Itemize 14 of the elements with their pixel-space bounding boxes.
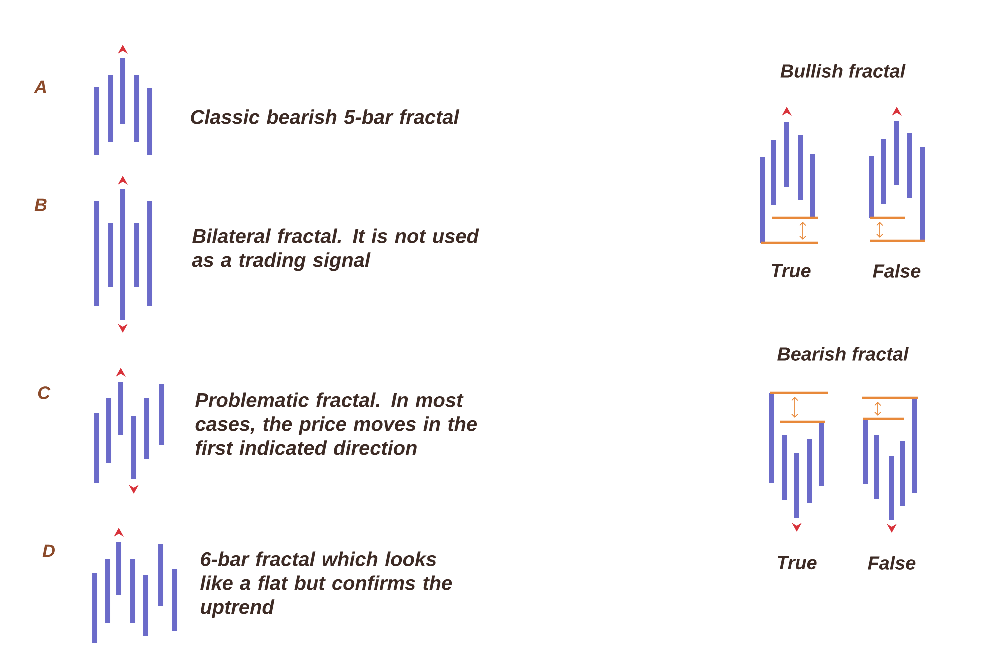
caption-text: Bearish fractal [778,347,910,361]
caption-text: False [873,264,921,278]
pattern-letter: B [34,198,47,212]
caption-text: True [778,556,817,570]
caption-text: False [868,556,916,570]
pattern-letter: C [38,386,51,400]
description-text: Bilateral fractal. It is not used as a trading signal [192,228,480,272]
caption-text: Bullish fractal [780,64,906,78]
pattern-letter: A [34,80,46,94]
description-text: 6-bar fractal which looks like a flat but confirms the uptrend [200,552,452,618]
description-text: Classic bearish 5-bar fractal [191,110,460,124]
pattern-letter: D [42,544,55,558]
caption-text: True [772,264,811,278]
description-text: Problematic fractal. In most cases, the price moves in the first indicated direction [196,392,478,456]
